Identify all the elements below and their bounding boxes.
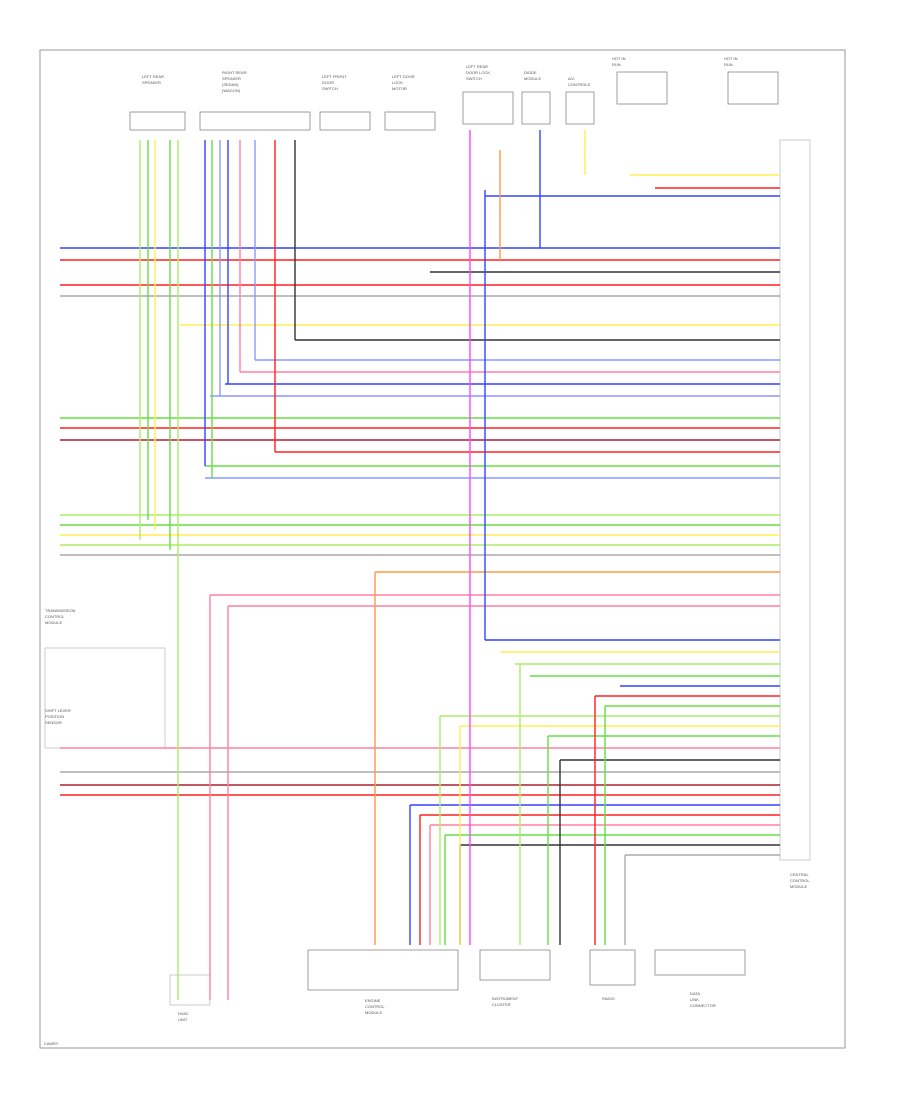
top-label-4b: LOCK <box>392 80 403 85</box>
top-label-4c: MOTOR <box>392 86 407 91</box>
shift-sensor-label: SHIFT LEVER POSITION SENSOR <box>45 708 71 725</box>
central-module-connector <box>779 139 811 861</box>
radio-box <box>589 949 636 986</box>
page-code: CAMRY <box>44 1041 59 1046</box>
hvac-label-1: HVAC <box>178 1011 189 1016</box>
tcm-label-2: CONTROL <box>45 614 65 619</box>
shift-sensor-label-3: SENSOR <box>45 720 62 725</box>
tcm-label-1: TRANSMISSION <box>45 608 76 613</box>
ecm-label-2: CONTROL <box>365 1004 385 1009</box>
diode-module-box <box>521 91 551 125</box>
left-front-door-switch-box <box>319 111 371 131</box>
top-label-5c: SWITCH <box>466 76 482 81</box>
radio-label: RADIO <box>602 996 615 1001</box>
top-label-2c: (SEDAN) <box>222 82 239 87</box>
horizontal-wires <box>60 174 780 856</box>
top-label-3b: DOOR <box>322 80 334 85</box>
cluster-label-1: INSTRUMENT <box>492 996 519 1001</box>
top-label-9: HOT IN <box>724 56 738 61</box>
top-label-4: LEFT DOOR <box>392 74 415 79</box>
shift-sensor-label-2: POSITION <box>45 714 64 719</box>
left-rear-speaker-box <box>129 111 186 131</box>
top-label-2d: (WAGON) <box>222 88 241 93</box>
top-label-8: HOT IN <box>612 56 626 61</box>
right-rear-speaker-box <box>199 111 311 131</box>
dlc-label-3: CONNECTOR <box>690 1003 716 1008</box>
dlc-label-2: LINK <box>690 997 699 1002</box>
transmission-module-label: TRANSMISSION CONTROL MODULE <box>45 608 76 625</box>
top-label-6: DIODE <box>524 70 537 75</box>
dlc-label-1: DATA <box>690 991 700 996</box>
hvac-unit-box <box>169 974 211 1006</box>
top-label-9b: RUN <box>724 62 733 67</box>
central-module-label: CENTRAL CONTROL MODULE <box>790 872 810 889</box>
top-label-3: LEFT FRONT <box>322 74 347 79</box>
hvac-label-2: UNIT <box>178 1017 188 1022</box>
shift-sensor-box <box>44 647 166 749</box>
diagram-frame <box>39 49 846 1049</box>
top-label-5b: DOOR LOCK <box>466 70 490 75</box>
top-label-1b: SPEAKER <box>142 80 161 85</box>
cluster-label-2: CLUSTER <box>492 1002 511 1007</box>
engine-control-module-box <box>307 949 459 991</box>
shift-sensor-label-1: SHIFT LEVER <box>45 708 71 713</box>
central-module-label-2: CONTROL <box>790 878 810 883</box>
central-module-label-3: MODULE <box>790 884 807 889</box>
top-label-5: LEFT REAR <box>466 64 488 69</box>
top-label-1: LEFT REAR <box>142 74 164 79</box>
a-c-controls-box <box>565 91 595 125</box>
top-label-8b: RUN <box>612 62 621 67</box>
top-label-2: RIGHT REAR <box>222 70 247 75</box>
data-link-connector-box <box>654 949 746 976</box>
left-door-lock-motor-box <box>384 111 436 131</box>
bottom-components: HVAC UNIT ENGINE CONTROL MODULE INSTRUME… <box>169 949 746 1022</box>
top-label-7b: CONTROLS <box>568 82 591 87</box>
instrument-cluster-box <box>479 949 551 981</box>
tcm-label-3: MODULE <box>45 620 62 625</box>
left-rear-door-lock-box <box>462 91 514 125</box>
hot-in-run-2-box <box>727 71 779 105</box>
top-label-3c: SWITCH <box>322 86 338 91</box>
top-label-7: A/C <box>568 76 575 81</box>
ecm-label-3: MODULE <box>365 1010 382 1015</box>
top-label-2b: SPEAKER <box>222 76 241 81</box>
top-components: LEFT REAR SPEAKER RIGHT REAR SPEAKER (SE… <box>129 56 779 131</box>
hot-in-run-1-box <box>616 71 668 105</box>
top-label-6b: MODULE <box>524 76 541 81</box>
vertical-wires <box>139 130 626 1000</box>
central-module-label-1: CENTRAL <box>790 872 809 877</box>
ecm-label-1: ENGINE <box>365 998 381 1003</box>
